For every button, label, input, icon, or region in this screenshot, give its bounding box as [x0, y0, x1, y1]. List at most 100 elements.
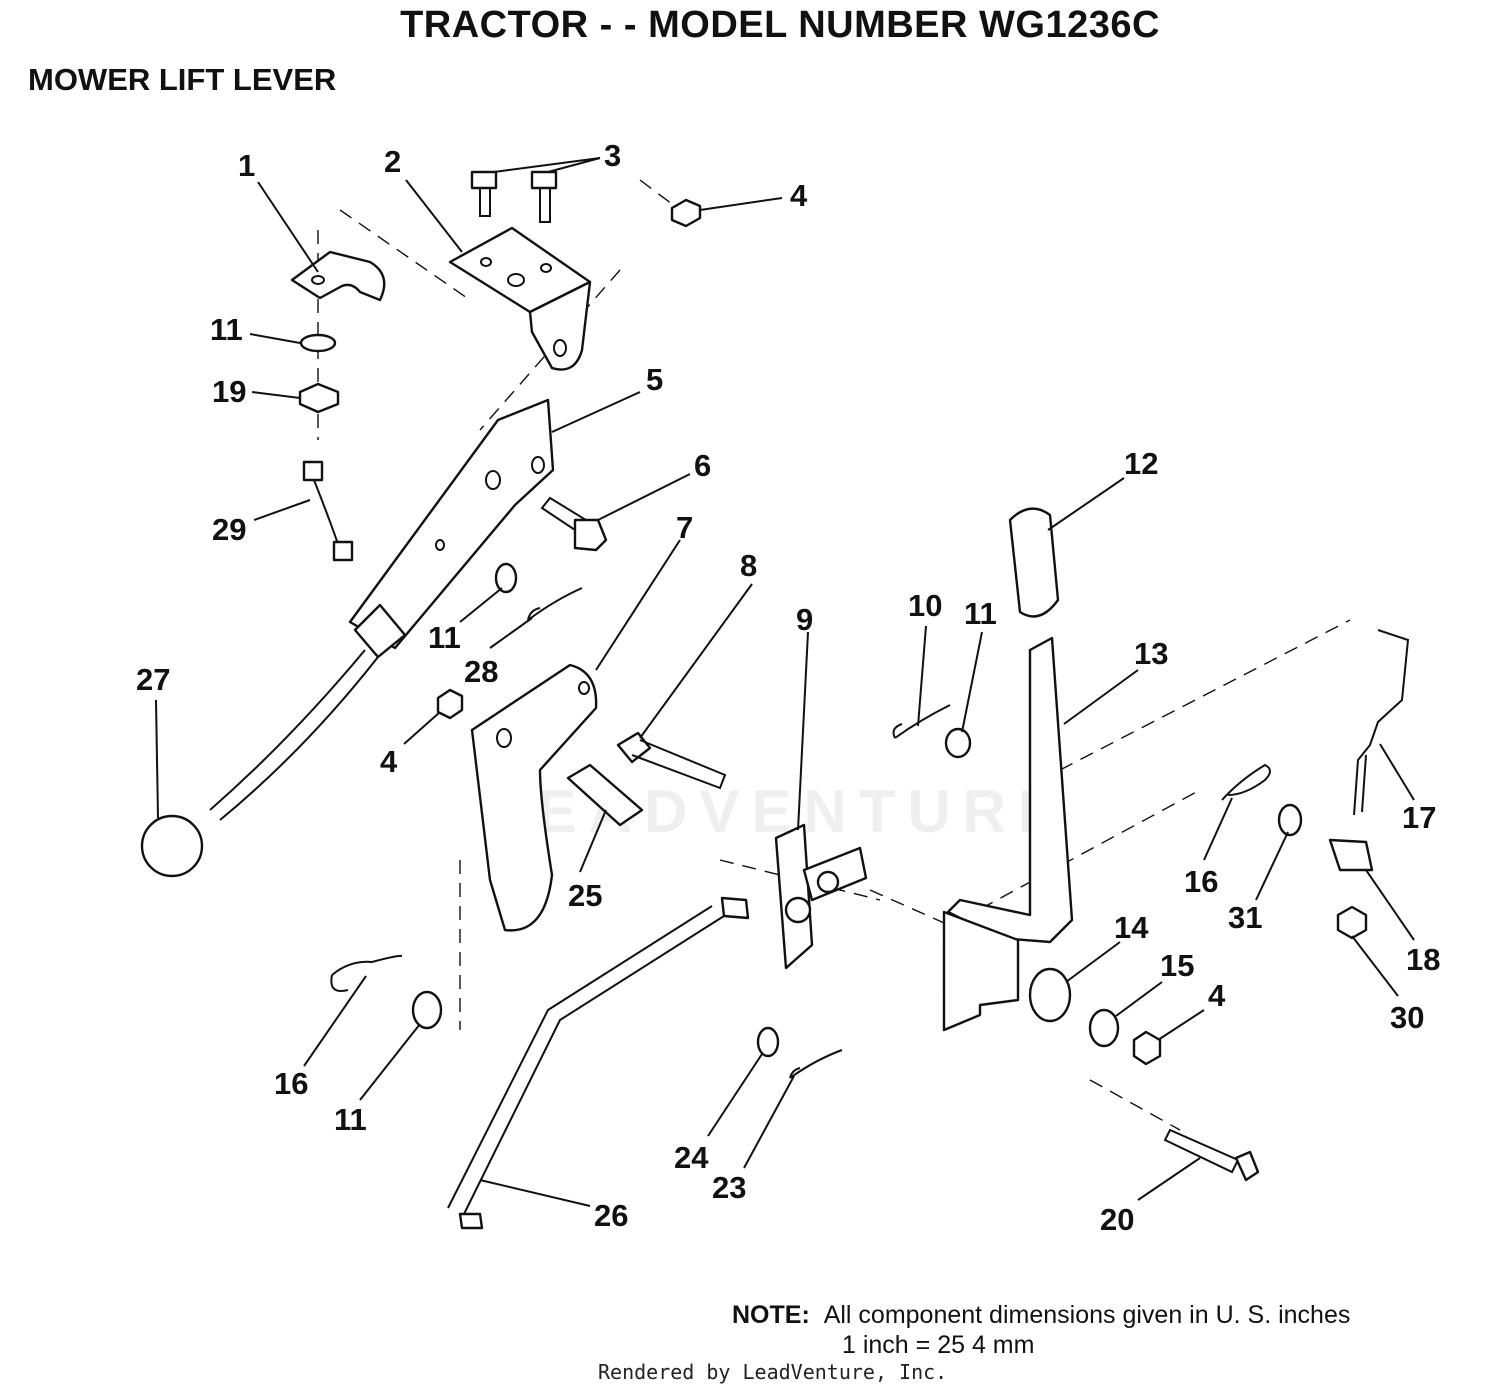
leader-line: [551, 391, 641, 433]
part-trunnion: [1328, 838, 1374, 872]
callout-23: 23: [712, 1170, 746, 1205]
part-hex-nut: [1132, 1030, 1162, 1066]
part-washer: [299, 333, 337, 353]
leader-line: [257, 181, 319, 273]
callout-2: 2: [384, 144, 401, 179]
callout-1: 1: [238, 148, 255, 183]
leader-line: [1137, 1157, 1201, 1201]
callout-8: 8: [740, 548, 757, 583]
part-washer: [411, 990, 443, 1030]
callout-5: 5: [646, 362, 663, 397]
callout-15: 15: [1160, 948, 1194, 983]
assembly-line: [639, 179, 681, 211]
leader-line: [1063, 669, 1139, 725]
part-cotter-pin: [892, 704, 951, 739]
note-line-1: NOTE: All component dimensions given in …: [732, 1300, 1350, 1330]
leader-line: [961, 631, 983, 733]
callout-4-b: 4: [380, 744, 398, 779]
leader-line: [1065, 941, 1121, 983]
leader-line: [797, 631, 809, 831]
callout-11-b: 11: [428, 620, 461, 655]
part-washer: [1277, 803, 1303, 837]
callout-30: 30: [1390, 1000, 1424, 1035]
leader-line: [1157, 1009, 1205, 1041]
diagram-subtitle: MOWER LIFT LEVER: [28, 62, 337, 97]
part-adjusting-rod: [1353, 629, 1410, 816]
leader-line: [1379, 743, 1415, 801]
callout-16: 16: [1184, 864, 1218, 899]
leader-line: [155, 699, 159, 819]
leader-line: [479, 1179, 591, 1207]
callout-11-d: 11: [334, 1102, 367, 1137]
callout-26: 26: [594, 1198, 628, 1233]
callout-25: 25: [568, 878, 602, 913]
part-bolt-pair: [470, 170, 558, 223]
part-hole: [578, 681, 590, 695]
leader-line: [1047, 477, 1125, 531]
callout-27: 27: [136, 662, 170, 697]
callout-16-b: 16: [274, 1066, 308, 1101]
leader-line: [459, 587, 503, 623]
callout-10: 10: [908, 588, 942, 623]
part-lever-bracket: [942, 910, 1020, 1032]
note-label: NOTE:: [732, 1301, 810, 1329]
assembly-line: [339, 209, 471, 301]
part-cotter-pin: [789, 1049, 843, 1079]
leader-line: [303, 975, 367, 1067]
part-mounting-bracket: [448, 226, 592, 371]
callout-9: 9: [796, 602, 813, 637]
leader-line: [639, 583, 753, 739]
note-text-2: 1 inch = 25 4 mm: [842, 1331, 1035, 1359]
watermark-text: LEADVENTURE: [488, 778, 1070, 845]
part-knob: [140, 814, 204, 878]
part-washer: [494, 562, 518, 594]
leader-line: [597, 473, 691, 521]
leader-line: [1115, 981, 1163, 1017]
leader-line: [249, 333, 301, 344]
leader-line: [743, 1075, 795, 1169]
note-block: NOTE: All component dimensions given in …: [732, 1300, 1350, 1360]
callout-11: 11: [210, 312, 243, 347]
part-bolt: [540, 496, 608, 552]
note-text-1: All component dimensions given in U. S. …: [823, 1301, 1351, 1329]
callout-20: 20: [1100, 1202, 1134, 1237]
leader-line: [403, 711, 441, 745]
leader-line: [917, 625, 927, 727]
leader-line: [699, 197, 783, 211]
part-hex-nut: [1336, 905, 1368, 940]
part-link-rod: [302, 460, 354, 562]
leader-line: [579, 809, 607, 873]
assembly-line: [479, 269, 621, 431]
part-nut: [298, 382, 340, 414]
leader-line: [707, 1053, 763, 1137]
callout-18: 18: [1406, 942, 1440, 977]
assembly-line: [1059, 619, 1351, 771]
page-title: TRACTOR - - MODEL NUMBER WG1236C: [400, 4, 1160, 46]
callout-12: 12: [1124, 446, 1158, 481]
callout-4: 4: [790, 178, 808, 213]
leader-line: [253, 499, 311, 521]
leader-line: [1351, 935, 1399, 997]
part-cotter-pin: [527, 587, 583, 621]
callout-6: 6: [694, 448, 711, 483]
part-hex-nut: [436, 688, 464, 720]
callout-24: 24: [674, 1140, 709, 1175]
leader-line: [251, 391, 301, 399]
part-long-bolt: [616, 731, 727, 790]
leader-line: [489, 617, 533, 649]
leader-line: [1203, 797, 1233, 861]
part-hair-pin: [330, 954, 403, 992]
part-lower-rod: [447, 896, 750, 1230]
part-lever-plate: [774, 823, 868, 970]
assembly-line: [1089, 1079, 1181, 1131]
part-bolt: [1163, 1128, 1260, 1182]
callout-3: 3: [604, 138, 621, 173]
callout-29: 29: [212, 512, 246, 547]
callout-7: 7: [676, 510, 693, 545]
leader-line: [493, 157, 601, 173]
part-washer: [944, 727, 972, 759]
callout-17: 17: [1402, 800, 1436, 835]
part-washer: [1088, 1008, 1120, 1048]
part-bushing: [1028, 967, 1072, 1023]
callout-14: 14: [1114, 910, 1149, 945]
